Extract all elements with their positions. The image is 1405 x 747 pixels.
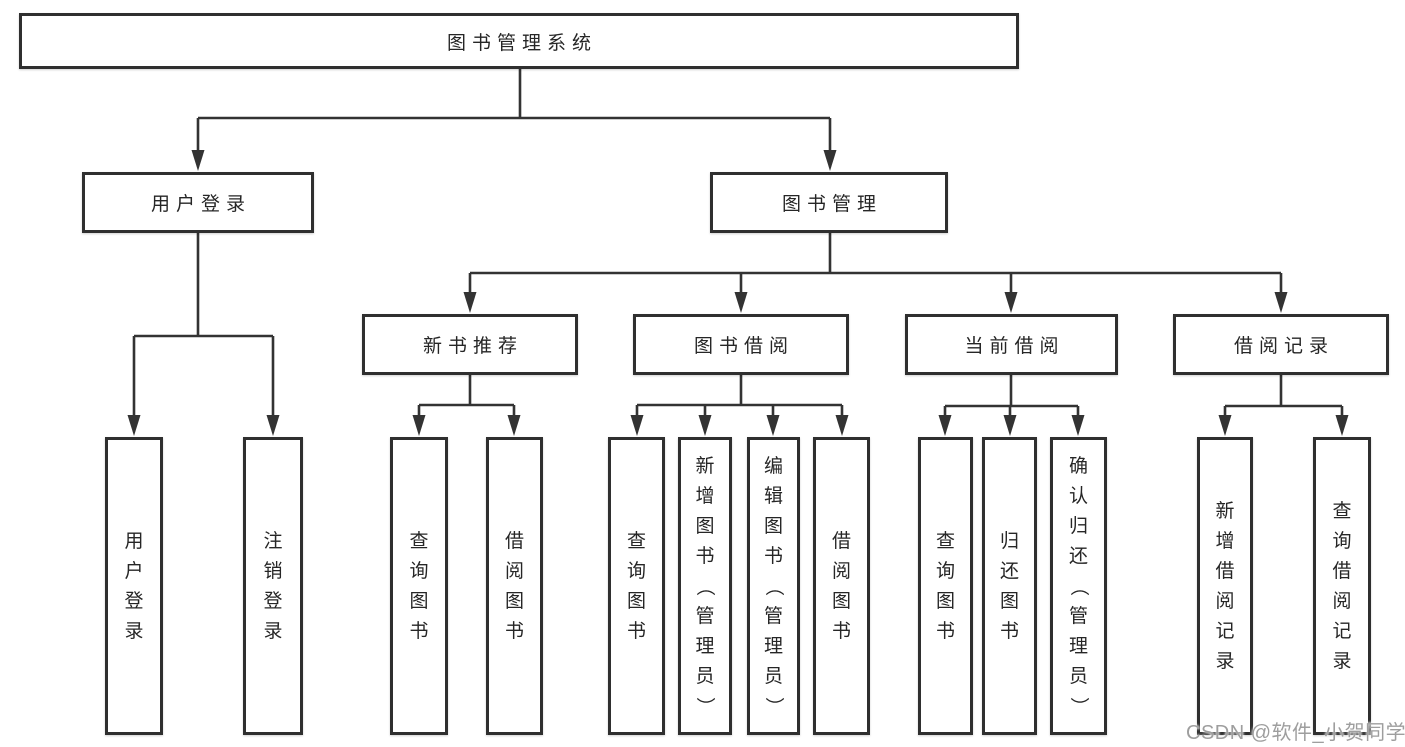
- leaf-label: 查询图书: [409, 530, 429, 642]
- leaf-return-book: 归还图书: [982, 437, 1037, 735]
- node-label: 图书借阅: [693, 336, 794, 357]
- leaf-query-borrow-record: 查询借阅记录: [1313, 437, 1371, 735]
- arrow-down-icon: [463, 292, 477, 313]
- node-book-borrow: 图书借阅: [633, 314, 849, 375]
- node-user-login: 用户登录: [82, 172, 314, 233]
- leaf-label: 查询图书: [935, 530, 955, 642]
- arrow-down-icon: [823, 150, 837, 171]
- connector-book-borrow-to-leaves: [630, 375, 849, 436]
- node-label: 图书管理: [781, 194, 882, 215]
- arrow-down-icon: [1003, 415, 1017, 436]
- node-new-book-recommend: 新书推荐: [362, 314, 578, 375]
- leaf-label: 注销登录: [263, 530, 283, 642]
- node-library-system: 图书管理系统: [19, 13, 1019, 69]
- connector-borrow-records-to-leaves: [1218, 375, 1349, 436]
- leaf-confirm-return-admin: 确认归还（管理员）: [1050, 437, 1107, 735]
- leaf-query-books-recommend: 查询图书: [390, 437, 448, 735]
- connector-current-borrow-to-leaves: [938, 375, 1085, 436]
- leaf-label: 归还图书: [999, 530, 1019, 642]
- leaf-label: 查询借阅记录: [1332, 500, 1352, 672]
- connector-root-to-level2: [191, 69, 837, 171]
- leaf-user-login: 用户登录: [105, 437, 163, 735]
- node-label: 用户登录: [150, 194, 251, 215]
- leaf-label: 借阅图书: [831, 530, 851, 642]
- arrow-down-icon: [127, 415, 141, 436]
- node-label: 借阅记录: [1233, 336, 1334, 357]
- arrow-down-icon: [698, 415, 712, 436]
- leaf-edit-book-admin: 编辑图书（管理员）: [747, 437, 800, 735]
- arrow-down-icon: [734, 292, 748, 313]
- leaf-logout: 注销登录: [243, 437, 303, 735]
- connector-new-books-to-leaves: [412, 375, 521, 436]
- arrow-down-icon: [266, 415, 280, 436]
- leaf-add-book-admin: 新增图书（管理员）: [678, 437, 732, 735]
- leaf-label: 确认归还（管理员）: [1067, 455, 1089, 716]
- arrow-down-icon: [938, 415, 952, 436]
- leaf-label: 编辑图书（管理员）: [762, 455, 784, 716]
- node-borrow-records: 借阅记录: [1173, 314, 1389, 375]
- arrow-down-icon: [412, 415, 426, 436]
- node-current-borrow: 当前借阅: [905, 314, 1118, 375]
- leaf-add-borrow-record: 新增借阅记录: [1197, 437, 1253, 735]
- arrow-down-icon: [507, 415, 521, 436]
- leaf-label: 查询图书: [626, 530, 646, 642]
- connector-user-login-to-leaves: [127, 233, 280, 436]
- arrow-down-icon: [630, 415, 644, 436]
- arrow-down-icon: [1335, 415, 1349, 436]
- node-book-management: 图书管理: [710, 172, 948, 233]
- leaf-label: 借阅图书: [504, 530, 524, 642]
- arrow-down-icon: [1218, 415, 1232, 436]
- arrow-down-icon: [1274, 292, 1288, 313]
- arrow-down-icon: [191, 150, 205, 171]
- node-label: 图书管理系统: [446, 32, 597, 54]
- arrow-down-icon: [835, 415, 849, 436]
- leaf-query-books-current: 查询图书: [918, 437, 973, 735]
- leaf-borrow-books: 借阅图书: [813, 437, 870, 735]
- leaf-label: 新增借阅记录: [1215, 500, 1235, 672]
- node-label: 当前借阅: [964, 336, 1065, 357]
- leaf-query-books-borrow: 查询图书: [608, 437, 665, 735]
- arrow-down-icon: [1004, 292, 1018, 313]
- arrow-down-icon: [1071, 415, 1085, 436]
- arrow-down-icon: [766, 415, 780, 436]
- connector-book-management-to-level3: [463, 233, 1288, 313]
- leaf-borrow-books-recommend: 借阅图书: [486, 437, 543, 735]
- leaf-label: 用户登录: [124, 530, 144, 642]
- node-label: 新书推荐: [422, 336, 523, 357]
- leaf-label: 新增图书（管理员）: [694, 455, 716, 716]
- csdn-watermark: CSDN @软件_小贺同学: [1186, 722, 1405, 744]
